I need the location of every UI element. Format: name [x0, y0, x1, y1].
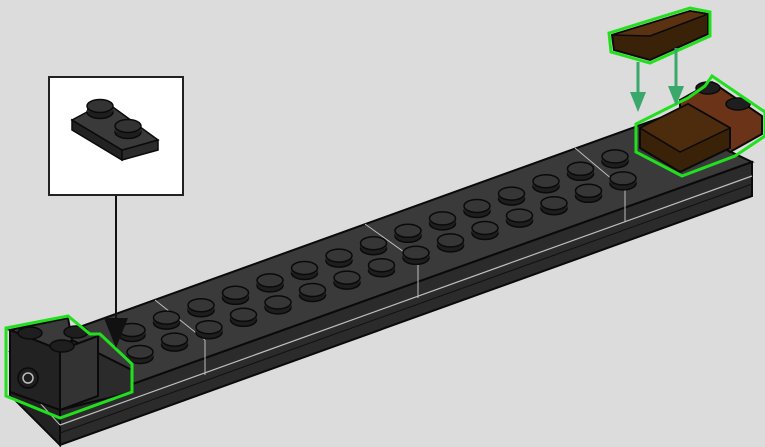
stud-top [369, 259, 395, 272]
stud-top [395, 224, 421, 237]
stud-top [361, 237, 387, 250]
stud-top [576, 184, 602, 197]
stud-top [223, 286, 249, 299]
stud-top [154, 311, 180, 324]
stud-top [602, 150, 628, 163]
stud-top [438, 234, 464, 247]
stud-top [533, 175, 559, 188]
stud-top [257, 274, 283, 287]
stud-top [472, 222, 498, 235]
stud-top [231, 308, 257, 321]
stud-top [265, 296, 291, 309]
stud-top [300, 284, 326, 297]
stud-top [162, 333, 188, 346]
parts-callout [49, 77, 183, 195]
stud-top [292, 262, 318, 275]
side-brick-stud [50, 340, 74, 352]
stud-top [188, 299, 214, 312]
stud-top [430, 212, 456, 225]
stud-top [127, 346, 153, 359]
side-brick-stud [18, 327, 42, 339]
stud-top [507, 209, 533, 222]
stud-top [499, 187, 525, 200]
stud-top [326, 249, 352, 262]
stud-top [196, 321, 222, 334]
stud-top [334, 271, 360, 284]
plate-icon-stud-top [87, 100, 113, 113]
side-stud-hole [18, 368, 38, 388]
stud-top [610, 172, 636, 185]
stud-top [403, 246, 429, 259]
plate-icon-stud-top [115, 120, 141, 133]
stud-top [541, 197, 567, 210]
stud-top [568, 162, 594, 175]
stud-top [464, 200, 490, 213]
